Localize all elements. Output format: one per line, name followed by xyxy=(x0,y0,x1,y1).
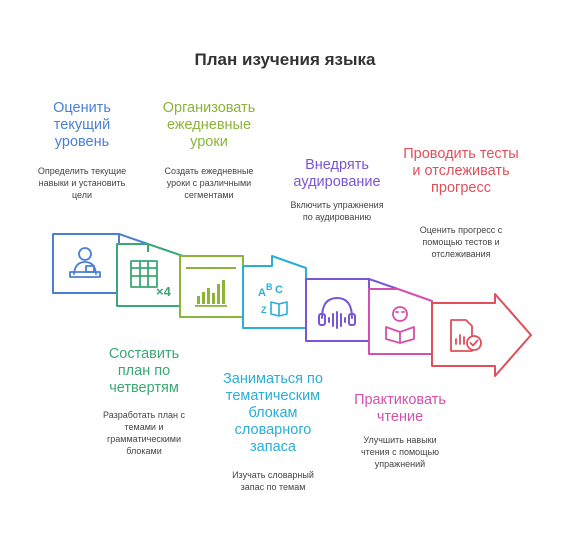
bar-chart-icon xyxy=(195,280,227,307)
step-1-desc: Определить текущие навыки и установить ц… xyxy=(37,166,127,200)
segment-4 xyxy=(242,255,307,329)
step-4-desc: Изучать словарный запас по темам xyxy=(232,470,314,492)
person-reading-icon xyxy=(385,306,415,344)
svg-text:Z: Z xyxy=(261,305,267,315)
step-5-desc: Включить упражнения по аудированию xyxy=(290,200,384,222)
diagram-title: План изучения языка xyxy=(194,50,376,69)
step-2-title: Составить план по четвертям xyxy=(108,346,180,396)
svg-text:×4: ×4 xyxy=(156,284,172,299)
svg-text:B: B xyxy=(266,282,273,292)
svg-text:A: A xyxy=(258,287,266,299)
person-at-desk-icon xyxy=(69,247,101,278)
step-6-desc: Улучшить навыки чтения с помощью упражне… xyxy=(360,435,439,469)
step-7-title: Проводить тесты и отслеживать прогресс xyxy=(403,146,519,196)
headphones-icon xyxy=(318,297,356,329)
step-3-desc: Создать ежедневные уроки с различными се… xyxy=(164,166,254,200)
step-6-title: Практиковать чтение xyxy=(354,392,446,425)
step-2-desc: Разработать план с темами и грамматическ… xyxy=(103,410,185,456)
calendar-plan-icon: ×4 xyxy=(130,260,172,299)
report-check-icon xyxy=(450,319,482,352)
step-3-title: Организовать ежедневные уроки xyxy=(162,100,256,150)
step-1-title: Оценить текущий уровень xyxy=(53,100,111,150)
step-4-title: Заниматься по тематическим блокам словар… xyxy=(223,371,323,455)
segment-2 xyxy=(116,243,184,307)
step-5-title: Внедрять аудирование xyxy=(293,157,381,190)
step-7-desc: Оценить прогресс с помощью тестов и отсл… xyxy=(419,225,503,259)
alphabet-book-icon: A B C Z xyxy=(258,282,288,317)
segment-7-arrowhead xyxy=(431,293,532,377)
svg-text:C: C xyxy=(275,284,283,296)
